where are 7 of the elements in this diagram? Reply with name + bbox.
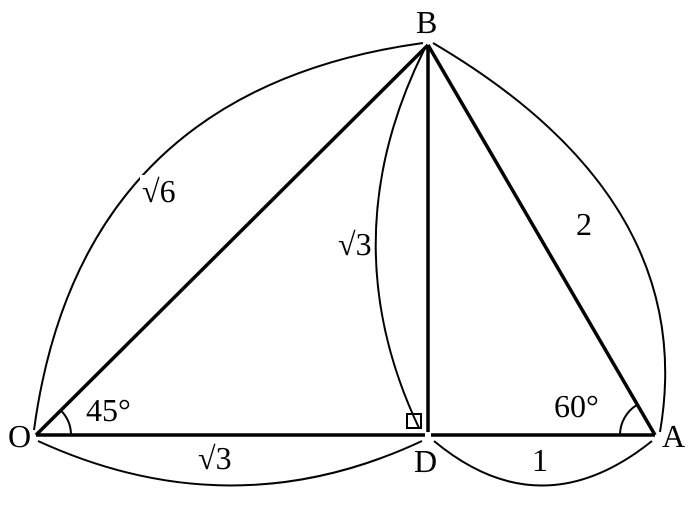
point-label: D — [414, 445, 438, 477]
line-segment — [431, 433, 655, 437]
point-label: B — [416, 6, 438, 38]
line-segment — [426, 45, 430, 432]
point-label: O — [8, 420, 32, 452]
line-segment — [36, 433, 425, 437]
point-label: A — [662, 420, 686, 452]
